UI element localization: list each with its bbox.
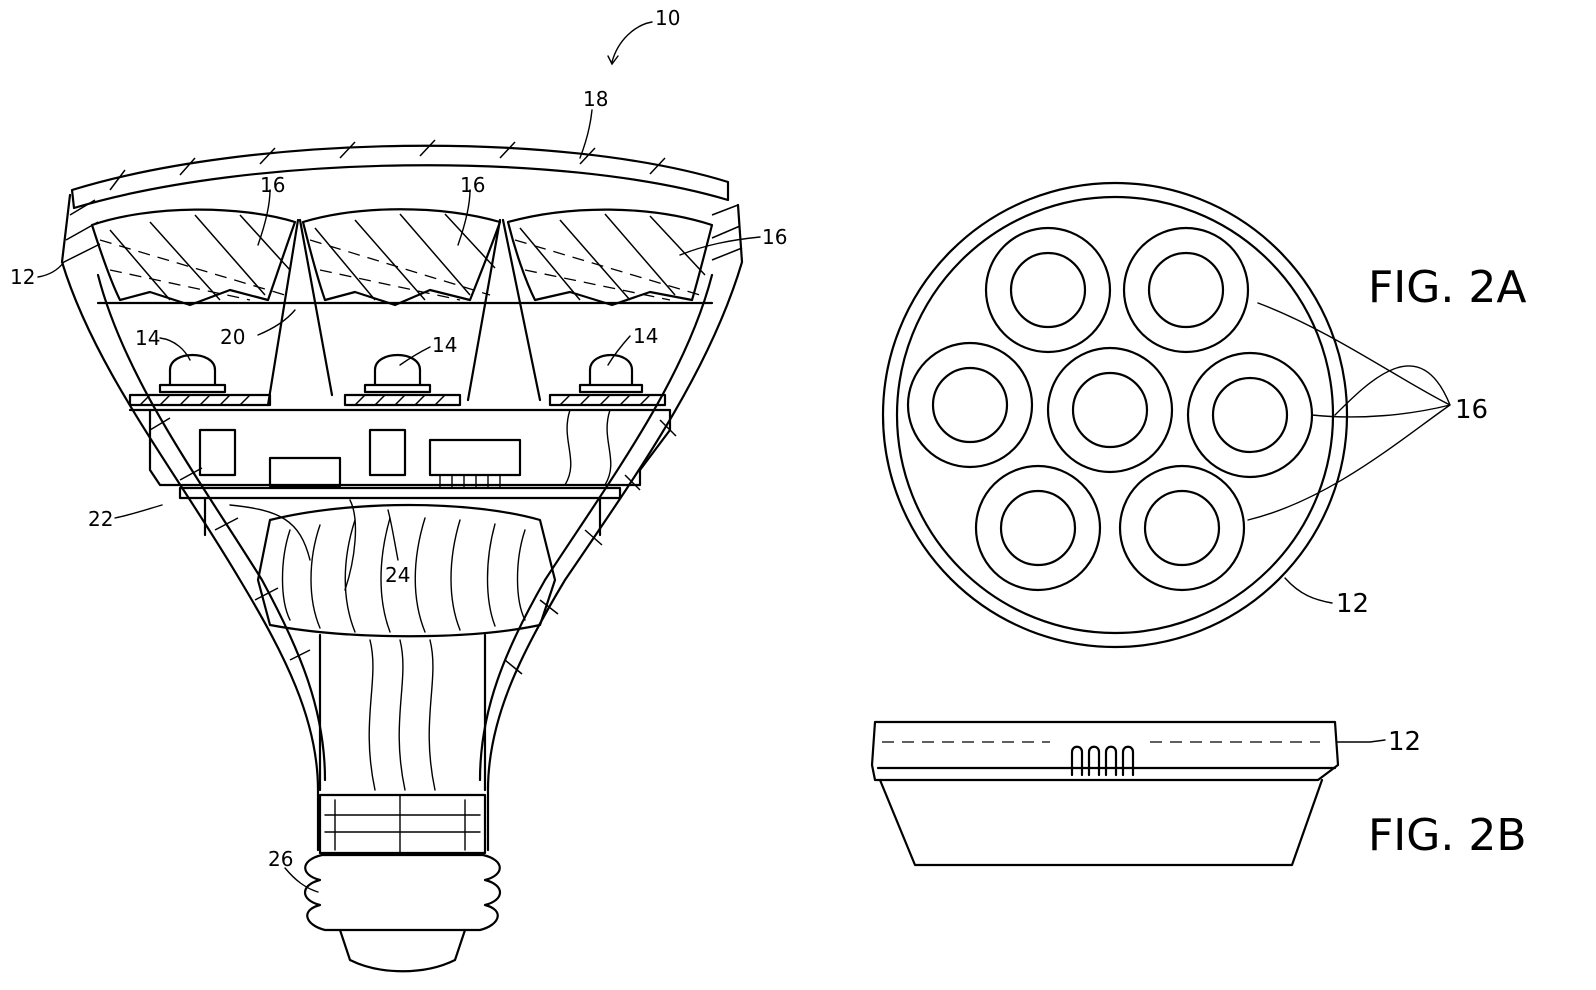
ref-12-fig1: 12: [10, 265, 35, 289]
ref-14-right: 14: [633, 324, 658, 348]
ref-16-left: 16: [260, 173, 285, 197]
lamp-cross-section: [60, 139, 744, 973]
vent-slots: [1070, 745, 1135, 777]
ref-12-fig2a: 12: [1336, 589, 1369, 619]
ref-14-middle: 14: [432, 333, 457, 357]
ref-24: 24: [385, 563, 410, 587]
ref-20: 20: [220, 325, 245, 349]
ref-22: 22: [88, 507, 113, 531]
reference-labels: 10 18 16 16 16 12 20 14 14 14 22 24 26 1…: [10, 6, 1488, 871]
baffle: [266, 218, 542, 407]
lamp-neck: [318, 633, 487, 792]
leader-12-side: [1337, 739, 1386, 743]
fig-2a-top-view: [881, 181, 1451, 649]
ref-26: 26: [268, 847, 293, 871]
lens-cover-hatch: [109, 139, 666, 191]
fig-2b-label: FIG. 2B: [1368, 810, 1527, 861]
lamp-base: [303, 793, 502, 973]
driver-board: [128, 408, 672, 537]
ref-18: 18: [583, 87, 608, 111]
housing-outline: [60, 193, 744, 852]
lens-ring-group: [906, 226, 1314, 592]
leader-12: [1284, 577, 1333, 604]
ref-10: 10: [655, 6, 680, 30]
ref-16-middle: 16: [460, 173, 485, 197]
ref-12-fig2b: 12: [1388, 727, 1421, 757]
toroid-transformer: [229, 499, 557, 638]
fig-2a-label: FIG. 2A: [1368, 262, 1526, 313]
figure-labels: FIG. 2A FIG. 2B: [1368, 262, 1527, 861]
fig-2b-side-view: [870, 720, 1386, 867]
ref-16-fig2a: 16: [1455, 395, 1488, 425]
lens-cover: [70, 144, 730, 210]
lens-array: [90, 208, 714, 307]
fig1-leaders: [37, 21, 761, 893]
ref-14-left: 14: [135, 326, 160, 350]
housing-inner-wall: [96, 273, 714, 782]
ref-16-right: 16: [762, 225, 787, 249]
leader-16: [1247, 302, 1451, 521]
housing-hatch: [63, 199, 743, 675]
led-row: [128, 353, 667, 407]
